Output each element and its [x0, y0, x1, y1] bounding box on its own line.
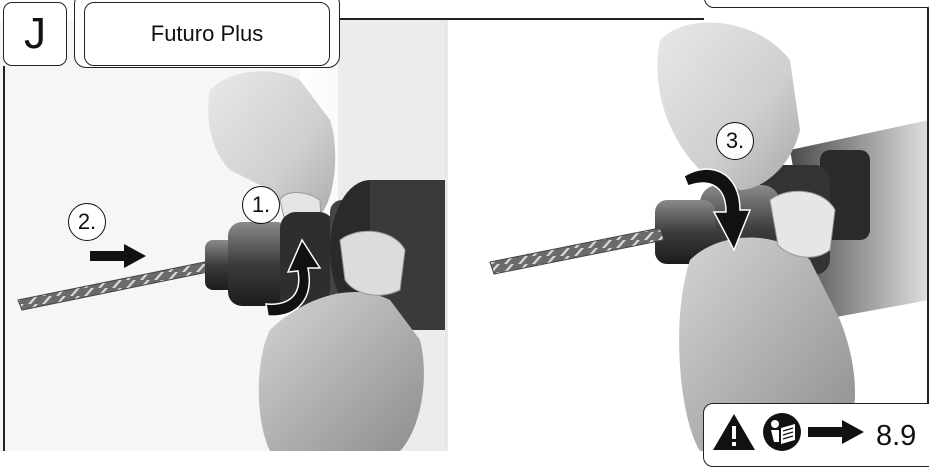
frame-top-line: [340, 18, 704, 20]
rotate-arrow-icon: [258, 238, 328, 320]
section-letter: J: [3, 2, 67, 66]
arrow-right-icon: [808, 420, 864, 444]
read-manual-icon: [762, 412, 802, 452]
frame-right-line: [927, 8, 929, 408]
step-3-marker: 3.: [716, 122, 754, 160]
step-2-marker: 2.: [68, 203, 106, 241]
corner-tab: [704, 0, 929, 8]
frame-left-line: [3, 66, 5, 451]
reference-icons: [712, 412, 864, 452]
arrow-right-icon: [90, 244, 146, 268]
step-1-marker: 1.: [242, 186, 280, 224]
product-title: Futuro Plus: [84, 2, 330, 66]
rotate-arrow-icon: [680, 158, 752, 252]
reference-section-number: 8.9: [876, 420, 916, 453]
warning-triangle-icon: [712, 413, 756, 451]
